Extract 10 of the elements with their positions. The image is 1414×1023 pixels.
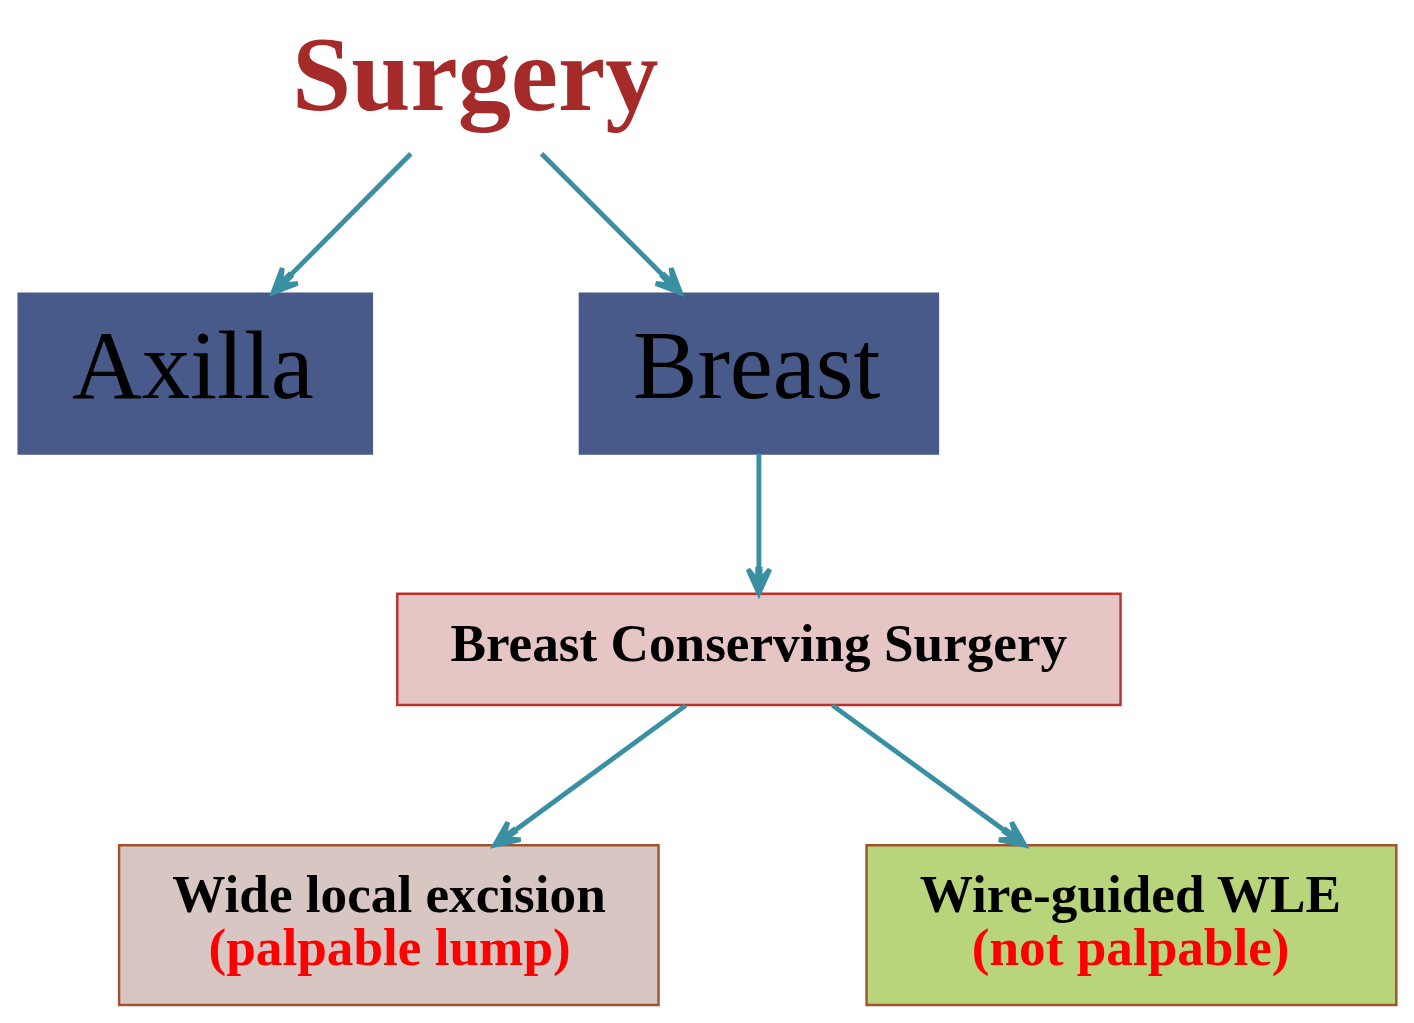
- arrow: [270, 152, 412, 296]
- arrow: [539, 152, 683, 296]
- arrow: [830, 703, 1027, 848]
- node-box: Wide local excision (palpable lump): [117, 844, 660, 1007]
- node-text: Surgery: [291, 15, 659, 134]
- arrow: [491, 703, 687, 848]
- node-box: Axilla: [16, 292, 373, 455]
- node-box: Breast: [578, 292, 939, 455]
- node-box: Breast Conserving Surgery: [395, 592, 1122, 707]
- node-box: Wire-guided WLE (not palpable): [864, 844, 1398, 1007]
